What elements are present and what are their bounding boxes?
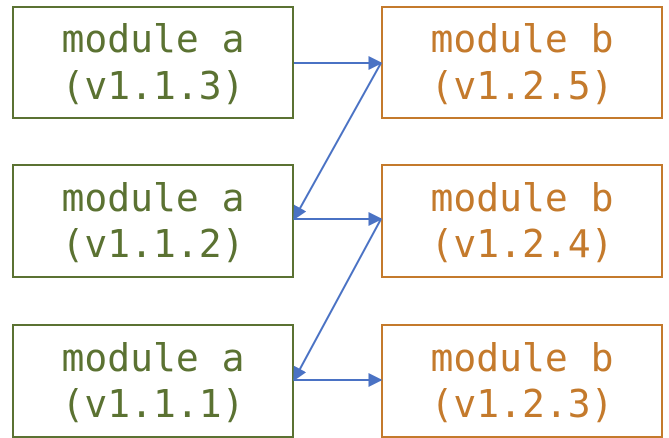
node-version: (v1.1.1): [61, 382, 245, 426]
node-version: (v1.1.2): [61, 222, 245, 266]
module-a-v1-1-3-node: module a (v1.1.3): [12, 6, 294, 119]
node-name: module b: [430, 335, 614, 380]
node-name: module a: [61, 335, 245, 380]
module-a-v1-1-2-node: module a (v1.1.2): [12, 164, 294, 278]
module-b-v1-2-4-node: module b (v1.2.4): [381, 164, 663, 278]
arrow-b125-to-a112: [293, 62, 382, 221]
node-version: (v1.1.3): [61, 63, 245, 108]
node-version: (v1.2.3): [430, 382, 614, 426]
module-b-v1-2-3-node: module b (v1.2.3): [381, 324, 663, 438]
node-version: (v1.2.4): [430, 222, 614, 266]
node-name: module b: [430, 175, 614, 220]
node-name: module a: [61, 175, 245, 220]
arrow-b124-to-a111: [293, 218, 382, 382]
module-b-v1-2-5-node: module b (v1.2.5): [381, 6, 663, 119]
module-a-v1-1-1-node: module a (v1.1.1): [12, 324, 294, 438]
node-version: (v1.2.5): [430, 63, 614, 108]
node-name: module a: [61, 17, 245, 62]
node-name: module b: [430, 17, 614, 62]
